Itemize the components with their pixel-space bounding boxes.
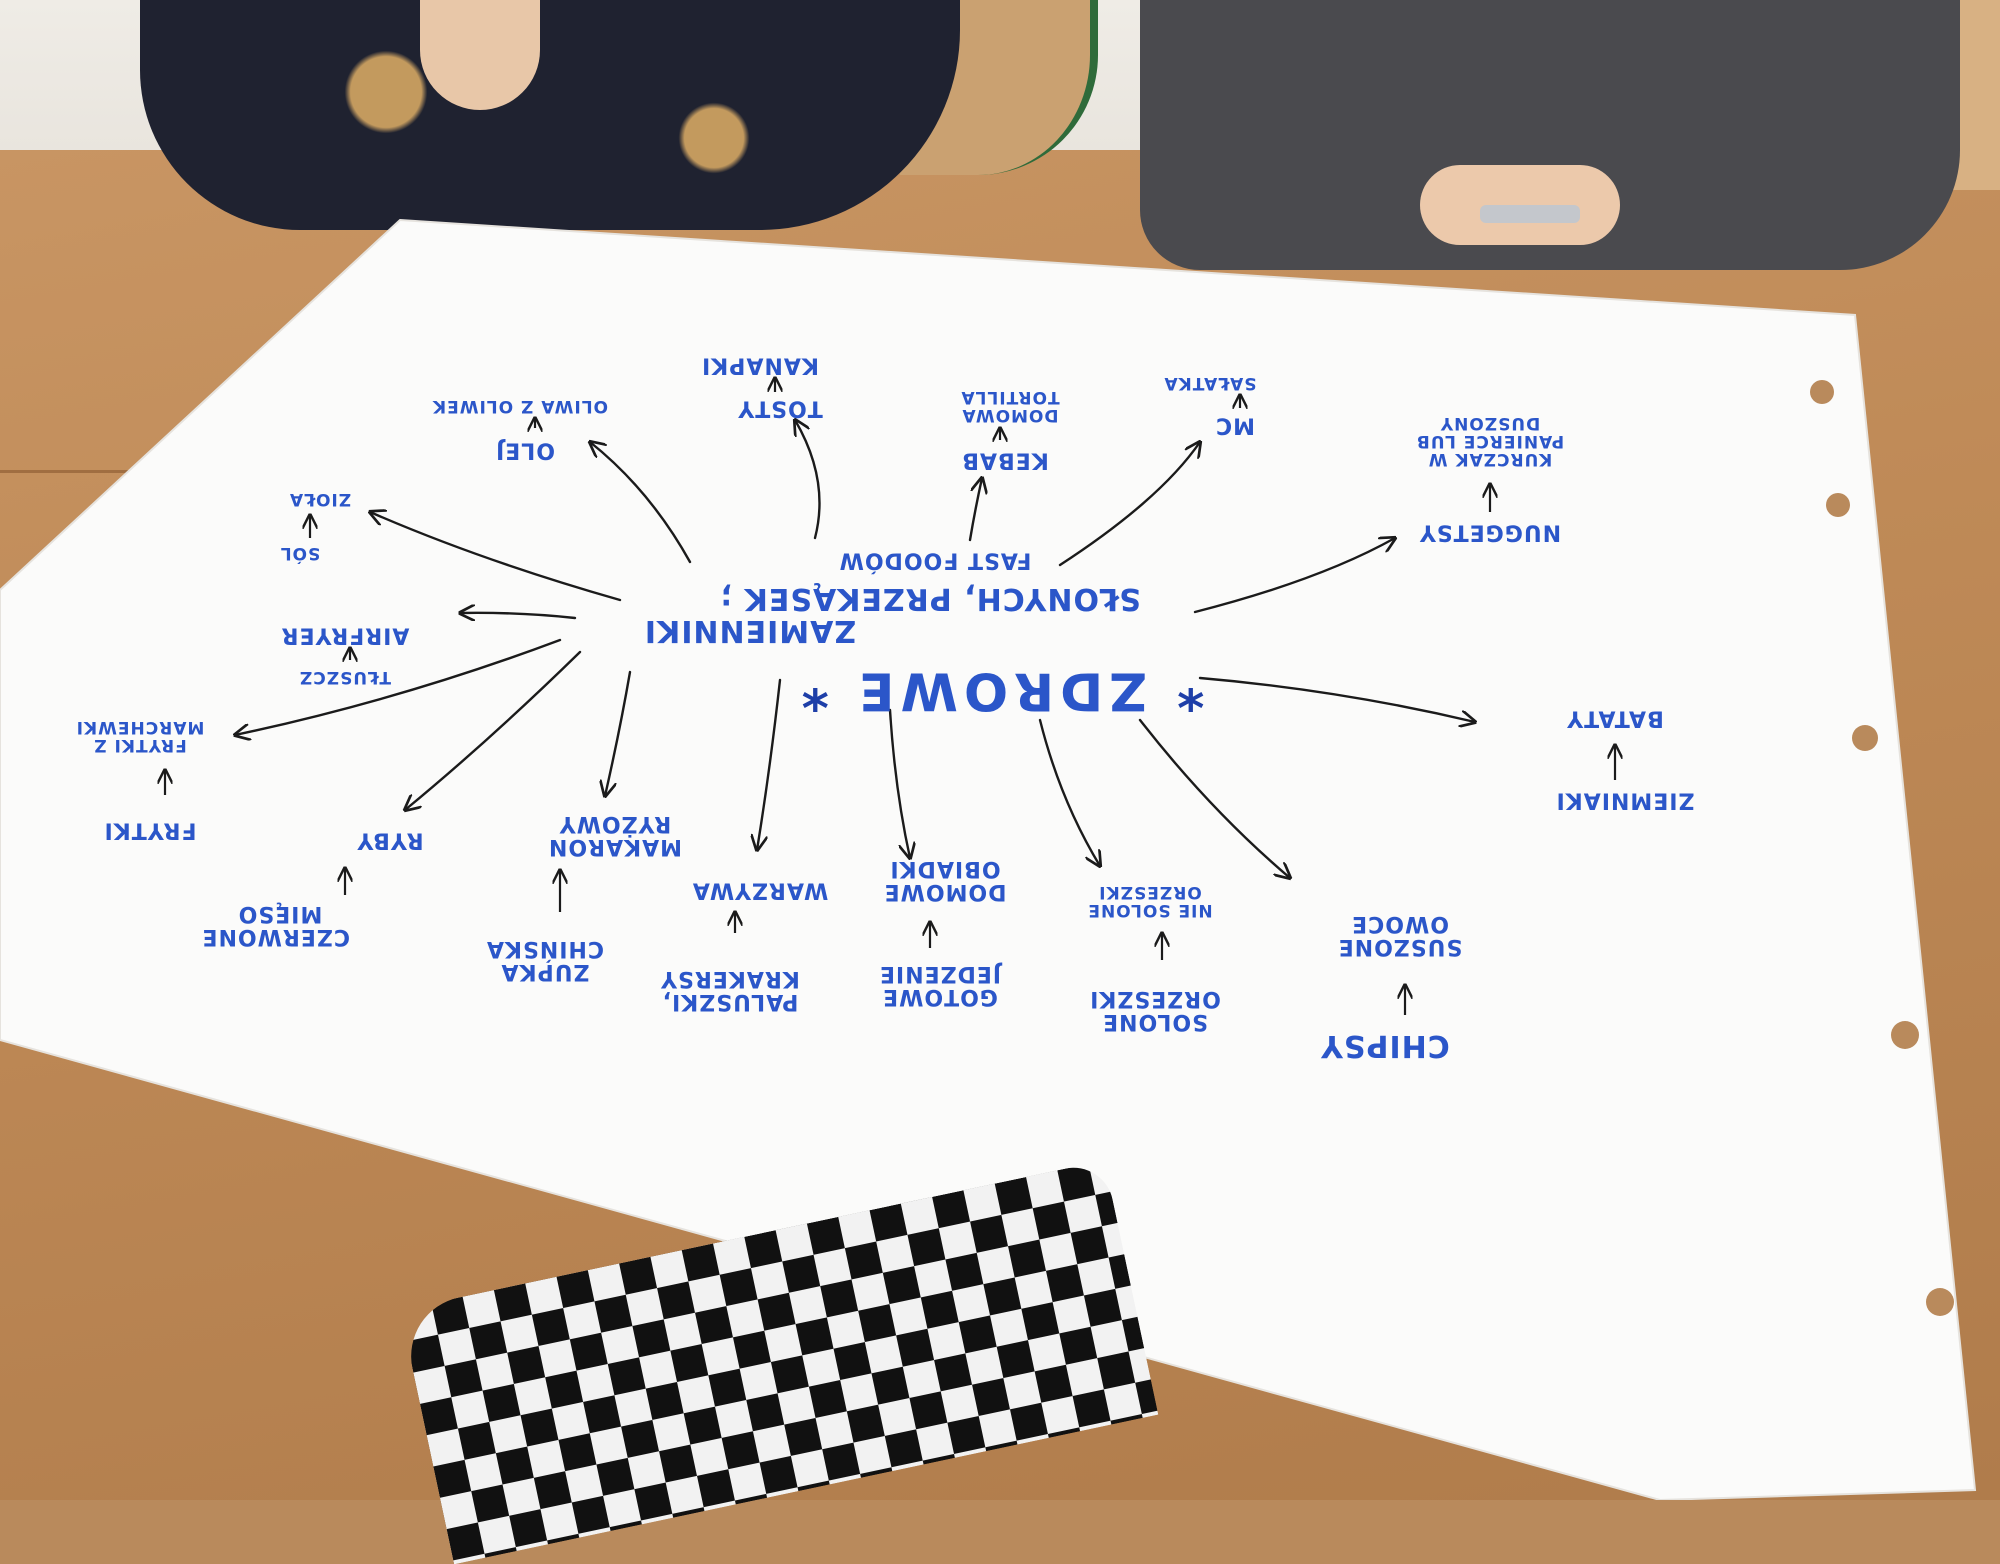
label-tosty-from: KANAPKI bbox=[701, 352, 819, 378]
desk-seam bbox=[0, 470, 140, 473]
arrow-mieso bbox=[405, 650, 582, 810]
label-olej-from: OLIWA Z OLIWEK bbox=[431, 395, 609, 416]
label-frytki-to: FRYTKI Z MARCHEWKI bbox=[75, 717, 205, 755]
star-icon: * bbox=[1171, 660, 1205, 721]
arrow-tluszcz bbox=[460, 613, 577, 618]
label-tluszcz-from: TŁUSZCZ bbox=[298, 666, 392, 687]
label-orzeszki-to: NIE SOLONE ORZESZKI bbox=[1087, 882, 1213, 920]
label-paluszki-to: WARZYWA bbox=[691, 877, 829, 903]
label-mc-to: MC bbox=[1214, 412, 1256, 438]
arrow-bataty bbox=[1198, 676, 1475, 722]
label-tluszcz-to: AIRFRYER bbox=[280, 622, 410, 648]
label-nuggetsy-from: KURCZAK W PANIERCE LUB DUSZONY bbox=[1415, 413, 1565, 469]
arrow-olej bbox=[590, 442, 692, 564]
label-mc-from: SAŁATKA bbox=[1163, 372, 1257, 393]
label-zupka-from: ZUPKA CHIŃSKA bbox=[485, 936, 605, 985]
label-chipsy-from: CHIPSY bbox=[1320, 1027, 1450, 1063]
label-bataty-from: ZIEMNIAKI bbox=[1555, 787, 1695, 813]
arrow-frytki bbox=[235, 638, 562, 735]
arrow-paluszki bbox=[757, 678, 782, 850]
arrow-mc bbox=[1058, 442, 1200, 567]
center-title-text: ZDROWE bbox=[853, 660, 1147, 721]
label-chipsy-to: SUSZONE OWOCE bbox=[1337, 911, 1463, 960]
center-subtitle-2: SŁONYCH, PRZEKĄSEK ; bbox=[719, 580, 1141, 616]
center-subtitle-3: FAST FOODÓW bbox=[838, 547, 1032, 573]
label-bataty-to: BATATY bbox=[1566, 705, 1664, 731]
label-mieso-from: CZERWONE MIĘSO bbox=[201, 901, 350, 950]
student-left bbox=[140, 0, 960, 230]
label-obiady-to: DOMOWE OBIADKI bbox=[883, 856, 1007, 905]
arrow-orzeszki-outer bbox=[1138, 718, 1290, 878]
center-subtitle: ZAMIENNIKI bbox=[643, 612, 857, 648]
student-left-hand bbox=[420, 0, 540, 110]
center-title: * ZDROWE * bbox=[795, 660, 1205, 721]
label-obiady-from: GOTOWE JEDZENIE bbox=[878, 961, 1002, 1010]
label-zupka-to: MAKARON RYŻOWY bbox=[547, 811, 683, 860]
binder-holes bbox=[1810, 380, 1954, 1316]
arrow-tosty bbox=[795, 420, 821, 540]
arrow-group bbox=[165, 378, 1615, 1015]
arrow-sol bbox=[370, 512, 622, 602]
paper-sheet bbox=[0, 218, 1977, 1500]
phone bbox=[1480, 205, 1580, 223]
label-orzeszki-from: SOLONE ORZESZKI bbox=[1089, 986, 1221, 1035]
label-frytki-from: FRYTKI bbox=[103, 817, 197, 843]
arrow-nuggetsy bbox=[1193, 538, 1395, 614]
label-sol-to: ZIOŁA bbox=[288, 488, 352, 509]
label-nuggetsy-to: NUGGETSY bbox=[1418, 519, 1562, 545]
poster-paper bbox=[0, 218, 1977, 1500]
label-sol-from: SÓL bbox=[279, 542, 321, 563]
arrow-zupka bbox=[605, 670, 632, 796]
label-tosty-to: TOSTY bbox=[737, 395, 823, 421]
star-icon: * bbox=[795, 660, 829, 721]
arrow-obiady bbox=[888, 708, 910, 858]
label-olej-to: OLEJ bbox=[495, 437, 555, 463]
label-paluszki-from: PALUSZKI, KRAKERSY bbox=[660, 966, 800, 1015]
label-kebab-from: DOMOWA TORTILLA bbox=[960, 387, 1060, 425]
label-kebab-to: KEBAB bbox=[961, 447, 1049, 473]
label-mieso-to: RYBY bbox=[356, 827, 424, 853]
arrow-orzeszki bbox=[1038, 718, 1100, 866]
arrow-kebab bbox=[968, 478, 982, 542]
